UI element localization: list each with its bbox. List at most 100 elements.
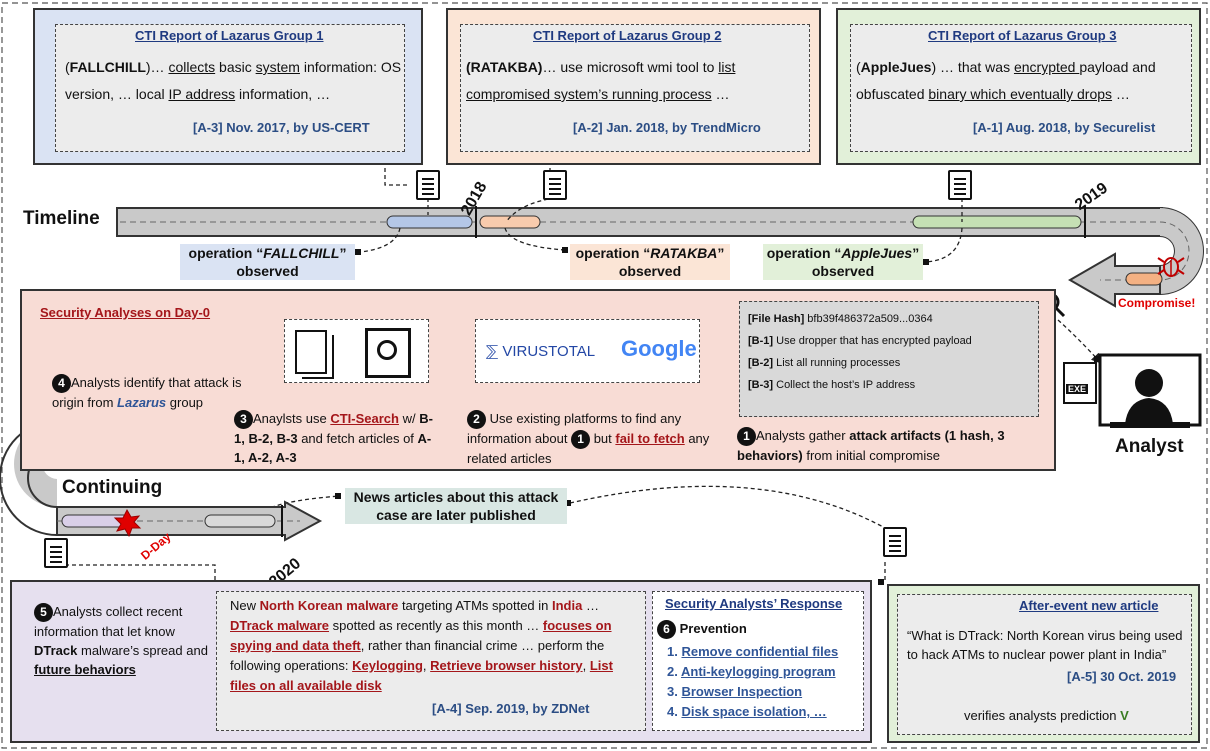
text-run: DTrack malware (230, 618, 330, 633)
card-reference: [A-1] Aug. 2018, by Securelist (973, 120, 1156, 135)
step-number-badge: 1 (737, 427, 756, 447)
text-run: malware’s spread and (77, 643, 208, 659)
timeline-track (116, 206, 1204, 308)
text-run: system (255, 59, 300, 75)
text-run: , (582, 658, 590, 673)
card-title: CTI Report of Lazarus Group 1 (135, 28, 324, 43)
after-event-reference: [A-5] 30 Oct. 2019 (1067, 669, 1177, 684)
text-run: ( (856, 59, 861, 75)
artifacts-box: [File Hash] bfb39f486372a509...0364 [B-1]… (739, 301, 1039, 417)
text-run: … use microsoft wmi tool to (542, 59, 719, 75)
prevention-label: 6 Prevention (657, 620, 747, 639)
text-run: Anaylsts use (253, 411, 331, 426)
prevention-item: 2. Anti-keylogging program (667, 664, 836, 679)
text-run: spotted as recently as this month … (329, 618, 543, 633)
text-run: encrypted (1013, 59, 1080, 75)
compromise-label: Compromise! (1118, 296, 1196, 310)
text-run: … (1112, 86, 1130, 102)
document-icon (416, 170, 440, 200)
timeline-label: Timeline (23, 208, 100, 229)
step-number-badge: 2 (467, 410, 486, 430)
exe-file-icon: EXE (1063, 362, 1097, 404)
analyst-figure (1098, 353, 1202, 428)
step-number-badge: 5 (34, 603, 53, 623)
card-excerpt: (AppleJues) … that was encrypted payload… (856, 54, 1196, 108)
text-run: attack artifacts (1 hash, 3 behaviors) (737, 428, 1005, 464)
cti-report-card-1: CTI Report of Lazarus Group 1 (FALLCHILL… (33, 8, 423, 165)
text-run: and fetch articles of (297, 431, 418, 447)
step-number-badge: 3 (234, 410, 253, 430)
text-run: ) … that was (931, 59, 1014, 75)
text-run: information, … (235, 86, 331, 102)
text-run: from initial compromise (802, 448, 941, 464)
artifact-row: [B-2] List all running processes (748, 357, 901, 369)
card-excerpt: (FALLCHILL)… collects basic system infor… (65, 54, 405, 108)
artifact-row: [File Hash] bfb39f486372a509...0364 (748, 313, 933, 325)
text-run: FALLCHILL (69, 59, 146, 75)
continuing-label: Continuing (62, 477, 163, 498)
card-excerpt: (RATAKBA)… use microsoft wmi tool to lis… (466, 54, 811, 108)
text-run: w/ (398, 411, 420, 426)
continuing-track (0, 420, 323, 542)
day0-analysis-panel: Security Analyses on Day-0 [File Hash] b… (20, 289, 1056, 471)
text-run: )… (145, 59, 169, 75)
text-run: India (552, 598, 583, 613)
article-excerpt: New North Korean malware targeting ATMs … (230, 596, 640, 696)
prevention-item: 4. Disk space isolation, … (667, 704, 827, 719)
card-title: CTI Report of Lazarus Group 2 (533, 28, 722, 43)
text-run: List files on all available disk (230, 658, 613, 693)
day0-title: Security Analyses on Day-0 (40, 305, 211, 320)
text-run: targeting ATMs spotted in (398, 598, 552, 613)
step-number-badge: 4 (52, 374, 71, 394)
news-label: News articles about this attack case are… (345, 488, 567, 524)
text-run: CTI-Search (330, 411, 399, 426)
artifact-row: [B-3] Collect the host’s IP address (748, 379, 916, 391)
text-run: New (230, 598, 260, 613)
step-number-badge: 1 (571, 430, 591, 450)
after-event-panel: After-event new article “What is DTrack:… (887, 584, 1200, 743)
text-run: focuses on spying and data theft (230, 618, 612, 653)
document-icon (883, 527, 907, 557)
card-reference: [A-2] Jan. 2018, by TrendMicro (573, 120, 761, 135)
operation-fallchill-label: operation “FALLCHILL”observed (180, 244, 355, 280)
documents-stack-icon (295, 330, 327, 374)
operation-applejues-label: operation “AppleJues”observed (763, 244, 923, 280)
cti-search-box (284, 319, 429, 383)
text-run: IP address (168, 86, 236, 102)
card-title: CTI Report of Lazarus Group 3 (928, 28, 1117, 43)
text-run: Analysts collect recent information that… (34, 604, 183, 640)
text-run: payload and obfuscated (856, 59, 1156, 102)
text-run: Lazarus (117, 395, 167, 411)
text-run: basic (215, 59, 256, 75)
text-run: , rather than financial crime … perform … (230, 638, 605, 673)
document-icon (948, 170, 972, 200)
text-run: , (422, 658, 431, 673)
text-run: … (711, 86, 730, 102)
text-run: collects (168, 59, 216, 75)
operation-ratakba-label: operation “RATAKBA”observed (570, 244, 730, 280)
text-run: binary which eventually drops (928, 86, 1113, 102)
document-icon (543, 170, 567, 200)
text-run: Analysts gather (756, 428, 850, 443)
step-2-text: 2 Use existing platforms to find any inf… (467, 410, 710, 467)
analyst-label: Analyst (1115, 436, 1184, 457)
article-reference: [A-4] Sep. 2019, by ZDNet (432, 701, 590, 716)
text-run: B-1, B-2, B-3 (234, 411, 433, 447)
document-icon (44, 538, 68, 568)
platforms-box: ⅀ VIRUSTOTAL Google (475, 319, 700, 383)
google-logo: Google (621, 336, 697, 361)
card-reference: [A-3] Nov. 2017, by US-CERT (193, 120, 370, 135)
cti-report-card-3: CTI Report of Lazarus Group 3 (AppleJues… (836, 8, 1201, 165)
text-run: future behaviors (34, 662, 136, 678)
response-title: Security Analysts’ Response (665, 596, 843, 611)
text-run: DTrack (34, 643, 78, 659)
article-box (216, 591, 646, 731)
text-run: Analysts identify that attack is origin … (52, 375, 242, 411)
virustotal-logo: ⅀ VIRUSTOTAL (486, 343, 596, 360)
artifact-row: [B-1] Use dropper that has encrypted pay… (748, 335, 972, 347)
text-run: Retrieve browser history (430, 658, 583, 673)
